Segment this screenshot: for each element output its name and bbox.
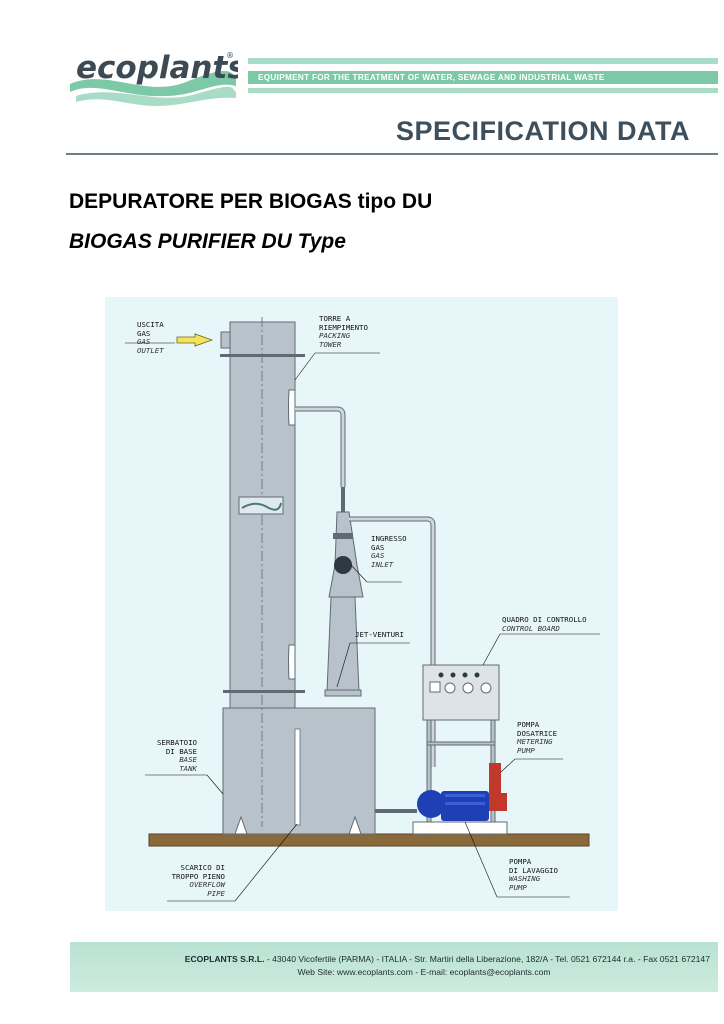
metering-pump-body — [489, 763, 501, 811]
tower-flange-top — [220, 354, 305, 357]
ecoplants-logo: ecoplants ® — [66, 40, 246, 110]
tower-hatch-upper — [288, 389, 296, 426]
label-metering-pump: POMPA DOSATRICE METERING PUMP — [517, 720, 558, 755]
gas-outlet-nozzle — [220, 331, 231, 349]
label-control-board: QUADRO DI CONTROLLO CONTROL BOARD — [502, 615, 587, 633]
jet-venturi-body — [328, 511, 364, 598]
outlet-pipe — [295, 407, 345, 487]
pump-suction-pipe — [375, 809, 417, 813]
washing-pump-motor — [441, 791, 489, 821]
footer-company: ECOPLANTS S.R.L. — [184, 954, 265, 964]
specification-data-title: SPECIFICATION DATA — [396, 116, 690, 146]
header-band-top — [248, 58, 718, 64]
biogas-purifier-diagram: USCITA GAS GAS OUTLET TORRE A RIEMPIMENT… — [105, 297, 618, 911]
tank-foot-left — [234, 815, 248, 835]
header-band-bottom — [248, 88, 718, 93]
gas-outlet-arrow-icon — [176, 333, 214, 347]
header-band-middle — [248, 71, 718, 84]
footer-address-line: ECOPLANTS S.R.L. - 43040 Vicofertile (PA… — [70, 954, 718, 964]
label-gas-inlet: INGRESSO GAS GAS INLET — [371, 534, 407, 569]
tank-foot-right — [348, 815, 362, 835]
overflow-pipe-shape — [294, 728, 301, 826]
label-packing-tower: TORRE A RIEMPIMENTO PACKING TOWER — [319, 314, 368, 349]
footer-band: ECOPLANTS S.R.L. - 43040 Vicofertile (PA… — [70, 942, 718, 992]
header-rule — [66, 153, 718, 155]
footer-address: - 43040 Vicofertile (PARMA) - ITALIA - S… — [264, 954, 710, 964]
washing-pump-volute — [417, 790, 445, 818]
venturi-cone — [326, 596, 360, 693]
gas-inlet-pipe — [349, 517, 435, 767]
tower-flange-bottom — [223, 690, 305, 693]
diagram-drawing — [125, 317, 600, 902]
pump-base — [412, 821, 508, 835]
logo-text: ecoplants — [76, 50, 238, 86]
label-base-tank: SERBATOIO DI BASE BASE TANK — [156, 738, 197, 773]
footer-web-line: Web Site: www.ecoplants.com - E-mail: ec… — [297, 967, 551, 977]
title-italian: DEPURATORE PER BIOGAS tipo DU — [69, 190, 433, 213]
equipment-tagline: EQUIPMENT FOR THE TREATMENT OF WATER, SE… — [258, 73, 605, 82]
label-overflow-pipe: SCARICO DI TROPPO PIENO OVERFLOW PIPE — [171, 863, 225, 898]
floor-slab — [148, 833, 590, 847]
tower-hatch-lower — [288, 644, 296, 680]
label-washing-pump: POMPA DI LAVAGGIO WASHING PUMP — [509, 857, 558, 892]
title-english: BIOGAS PURIFIER DU Type — [69, 230, 346, 253]
gas-inlet-valve — [334, 556, 352, 574]
label-jet-venturi: JET-VENTURI — [355, 630, 404, 639]
logo-registered-mark: ® — [226, 51, 234, 60]
label-gas-outlet: USCITA GAS GAS OUTLET — [137, 320, 164, 355]
packing-tower-shape — [229, 321, 296, 709]
